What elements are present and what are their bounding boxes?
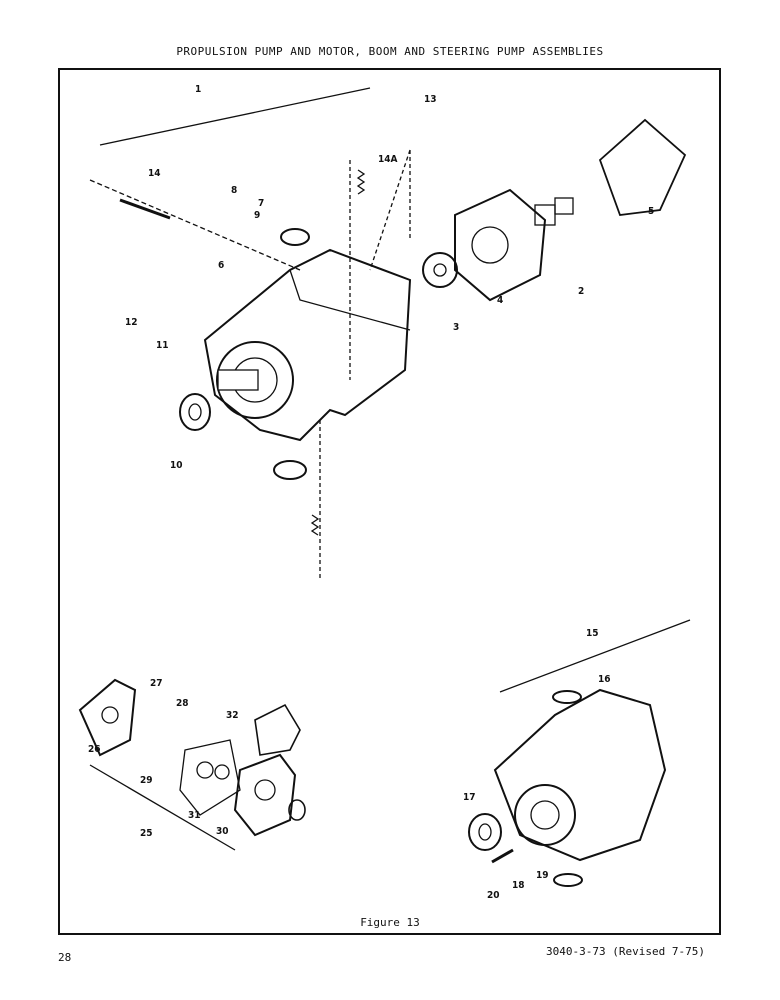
callout-5: 5 — [648, 206, 654, 217]
callout-32: 32 — [226, 710, 239, 721]
callout-16: 16 — [598, 674, 611, 685]
callout-7: 7 — [258, 198, 264, 209]
callout-26: 26 — [88, 744, 101, 755]
callout-19: 19 — [536, 870, 549, 881]
callout-11: 11 — [156, 340, 169, 351]
steering-pump-body — [493, 688, 667, 862]
page-header: PROPULSION PUMP AND MOTOR, BOOM AND STEE… — [176, 45, 604, 58]
callout-17: 17 — [463, 792, 476, 803]
leader-line-1 — [99, 87, 371, 146]
page-number: 28 — [58, 951, 72, 964]
end-cover — [454, 188, 547, 302]
relief-valve-cartridge — [119, 198, 171, 220]
callout-28: 28 — [176, 698, 189, 709]
relief-spring-lower — [310, 514, 320, 536]
callout-31: 31 — [188, 810, 201, 821]
callout-8: 8 — [231, 185, 237, 196]
shaft-seal — [179, 393, 211, 431]
callout-9: 9 — [254, 210, 260, 221]
callout-14a-upper: 14A — [378, 154, 398, 165]
boom-pump-cover — [233, 753, 297, 837]
drive-shaft — [217, 369, 259, 391]
document-id: 3040-3-73 (Revised 7-75) — [546, 945, 705, 958]
relief-spring-upper — [356, 169, 366, 195]
steering-pump-seal — [468, 813, 502, 851]
callout-13: 13 — [424, 94, 437, 105]
pump-front-flange — [216, 341, 294, 419]
gear-plate — [179, 739, 241, 816]
leader-line-15 — [499, 619, 691, 693]
callout-20: 20 — [487, 890, 500, 901]
callout-12: 12 — [125, 317, 138, 328]
cover-plate — [598, 118, 687, 216]
o-ring-seal-lower — [273, 460, 307, 480]
callout-4: 4 — [497, 295, 503, 306]
callout-29: 29 — [140, 775, 153, 786]
callout-30: 30 — [216, 826, 229, 837]
callout-3: 3 — [453, 322, 459, 333]
figure-frame — [58, 68, 721, 935]
figure-caption: Figure 13 — [360, 916, 420, 929]
callout-14: 14 — [148, 168, 161, 179]
callout-27: 27 — [150, 678, 163, 689]
callout-15: 15 — [586, 628, 599, 639]
callout-10: 10 — [170, 460, 183, 471]
bushing — [534, 204, 556, 226]
boom-pump-gasket — [254, 703, 301, 756]
callout-18: 18 — [512, 880, 525, 891]
main-pump-body — [203, 248, 412, 442]
boom-pump-housing — [78, 678, 137, 757]
callout-6: 6 — [218, 260, 224, 271]
callout-2: 2 — [578, 286, 584, 297]
gerotor-gear — [422, 252, 458, 288]
leader-line-25 — [89, 764, 236, 851]
callout-1: 1 — [195, 84, 201, 95]
callout-25: 25 — [140, 828, 153, 839]
o-ring-seal-upper — [280, 228, 310, 246]
